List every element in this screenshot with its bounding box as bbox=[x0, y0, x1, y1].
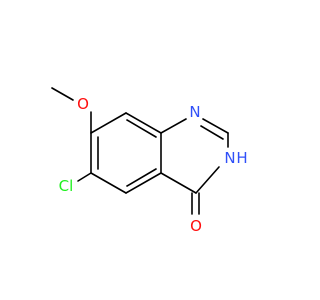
n1-label: N bbox=[189, 103, 200, 121]
bond-c7-c8 bbox=[90, 112, 127, 134]
n3-hydrogen-label: H bbox=[236, 149, 247, 167]
bond-n3-c4 bbox=[195, 166, 220, 194]
bond-c5-c6 bbox=[90, 172, 127, 194]
n3-label: N bbox=[224, 149, 235, 167]
methoxy-oxygen-label: O bbox=[77, 95, 89, 113]
bond-methyl-o bbox=[51, 87, 74, 101]
chlorine-label: Cl bbox=[59, 177, 74, 195]
bonds bbox=[51, 87, 229, 215]
carbonyl-oxygen-label: O bbox=[190, 217, 202, 235]
atom-labels: O N N H Cl O bbox=[59, 95, 248, 235]
bond-c8-c8a-inner bbox=[126, 119, 157, 138]
bond-c8-c8a bbox=[125, 112, 162, 134]
bond-c6-cl bbox=[77, 172, 92, 182]
bond-c8a-n1 bbox=[160, 118, 187, 134]
molecule-structure: O N N H Cl O bbox=[51, 87, 248, 235]
bond-c4a-c5 bbox=[125, 172, 162, 194]
bond-c4-c4a bbox=[160, 172, 197, 194]
bond-c4a-c5-inner bbox=[126, 168, 157, 187]
bond-n1-c2-inner bbox=[200, 125, 224, 140]
bond-n1-c2 bbox=[202, 118, 229, 134]
